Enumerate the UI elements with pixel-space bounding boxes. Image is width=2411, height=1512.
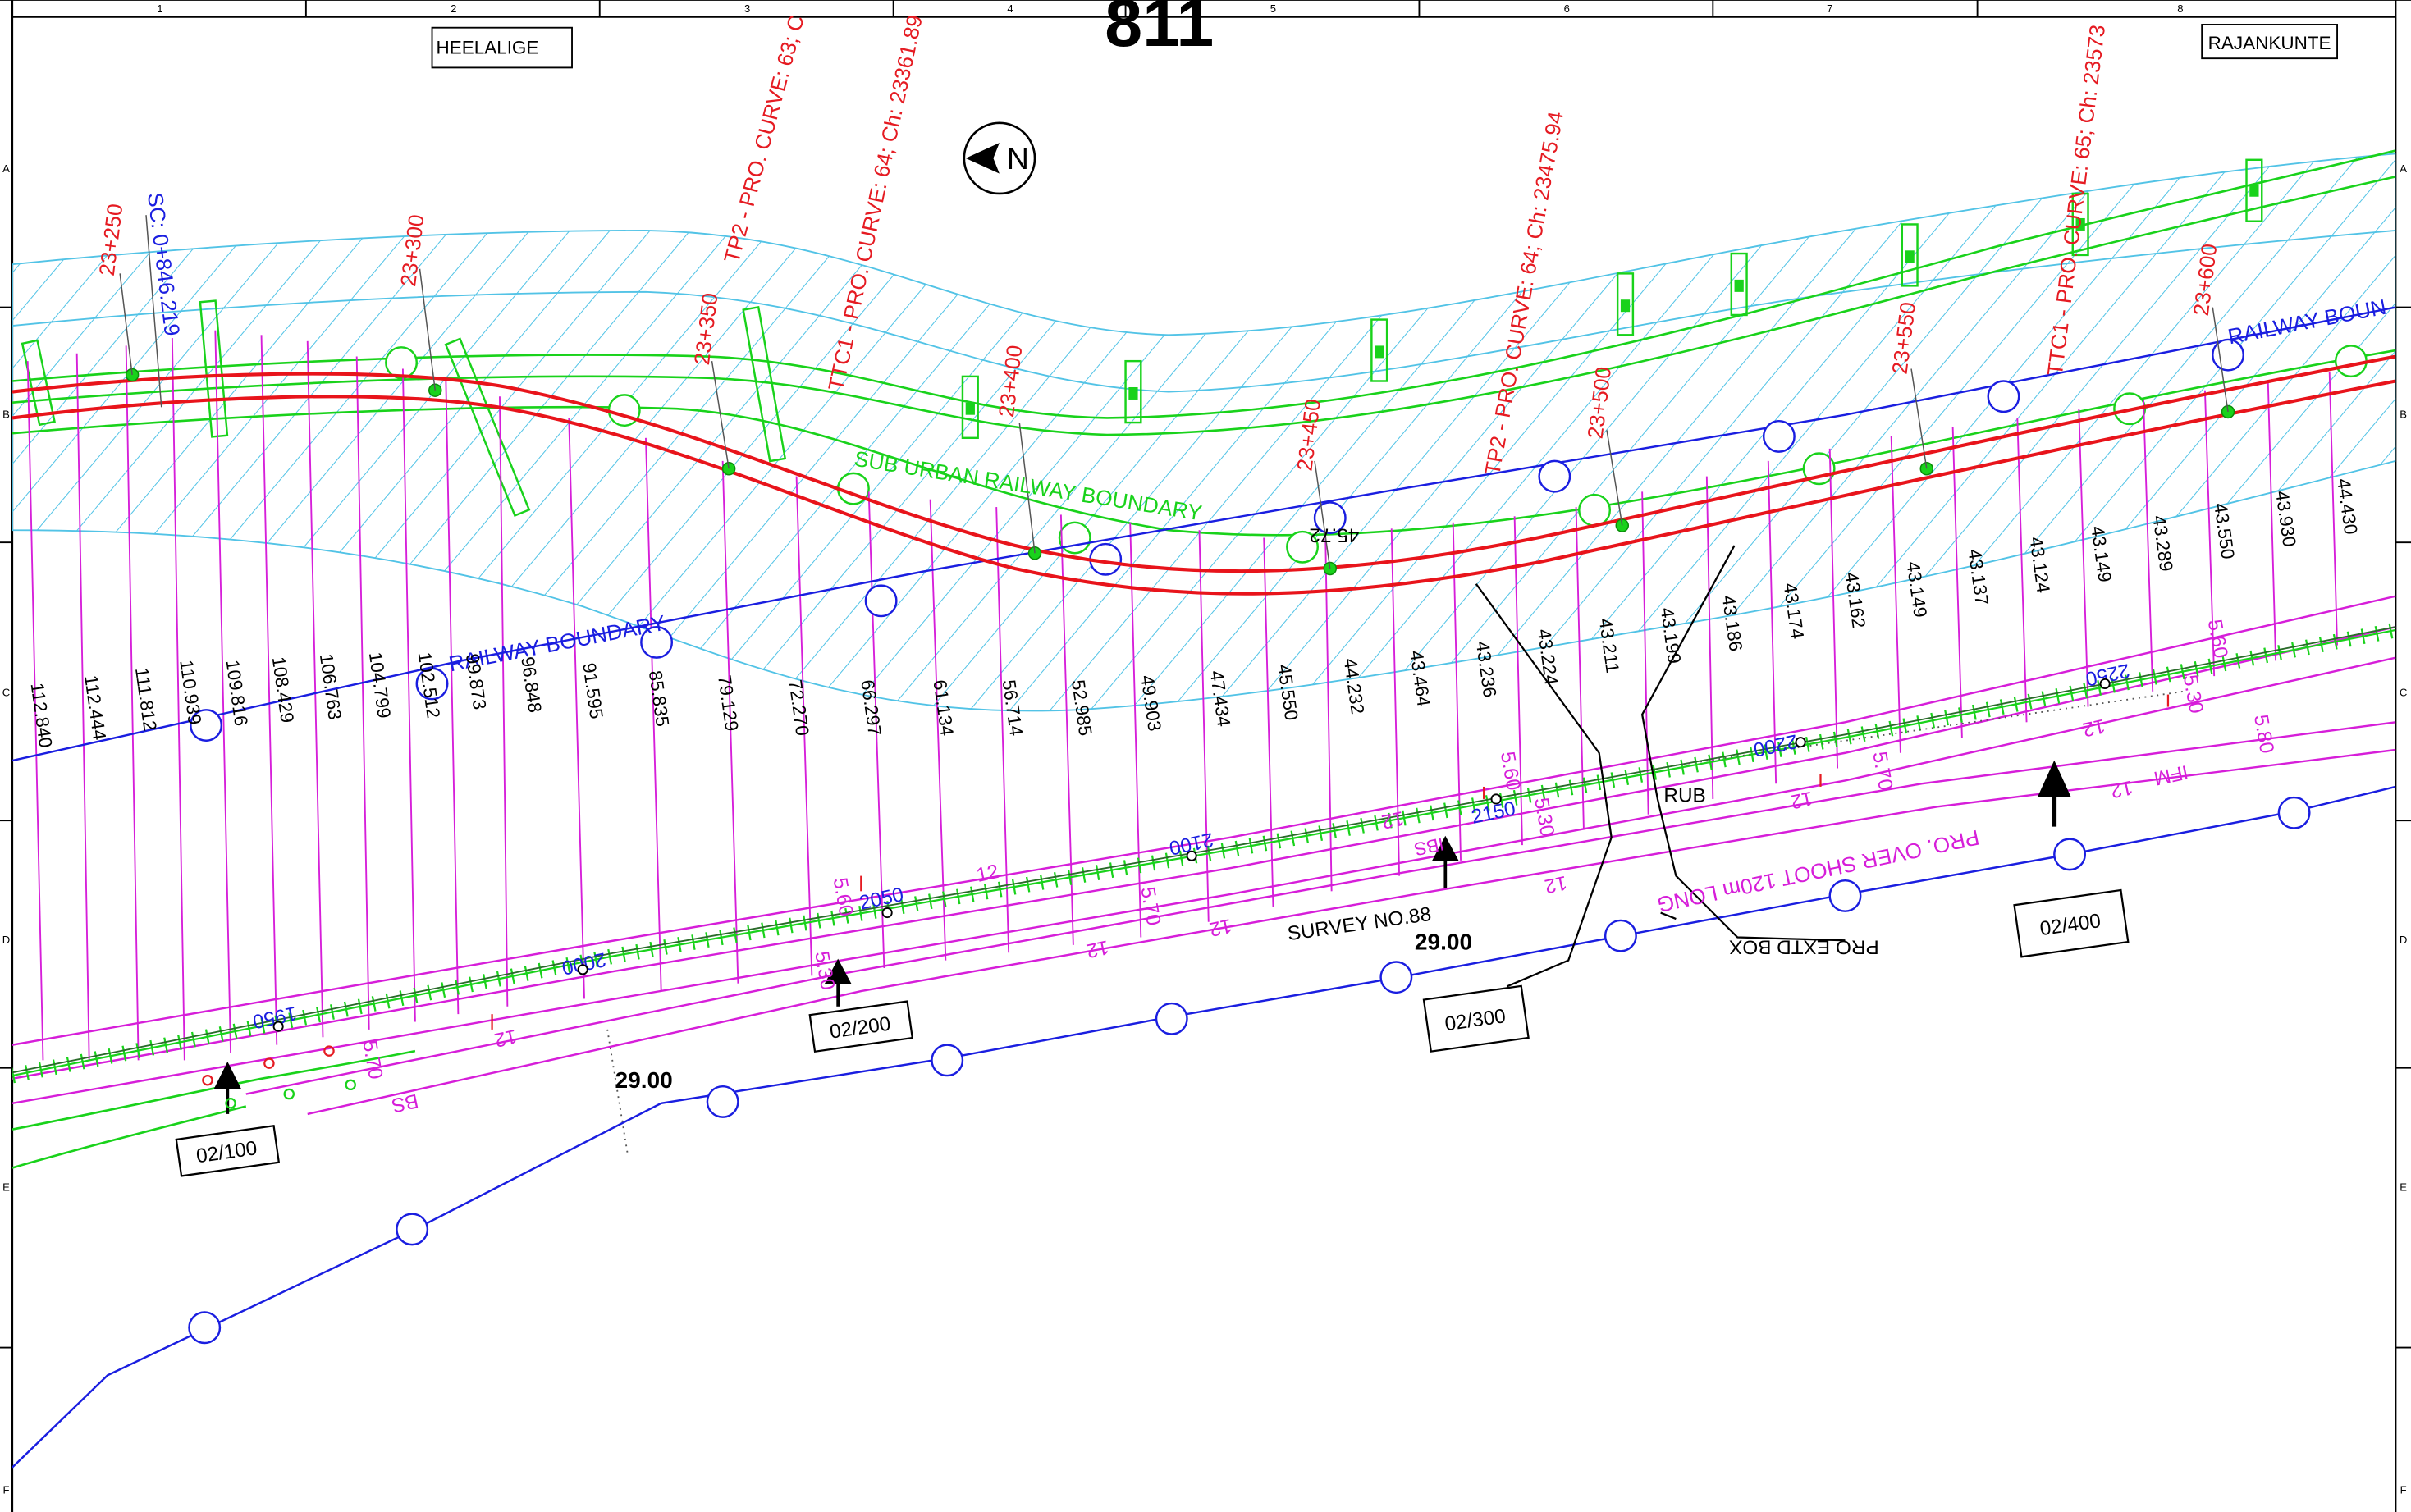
pro-extd-box-label: PRO EXTD BOX: [1729, 935, 1879, 957]
green-equipment-rects: [21, 158, 2263, 517]
rub-label: RUB: [1663, 785, 1705, 807]
grid-col-6: 6: [1564, 2, 1570, 15]
green-signal-marks: [225, 1079, 356, 1109]
value-12: 12: [1543, 871, 1569, 898]
boundary-pillars: [188, 338, 2311, 1345]
mast-tag-02-400: 02/400: [2013, 888, 2130, 958]
grid-row-labels: A A B B C C D D E E F F: [2, 162, 2408, 1496]
grid-row-f: F: [2, 1484, 9, 1496]
green-equipment-dots: [965, 184, 2259, 415]
value-12: 12: [974, 861, 1000, 887]
grid-row-c-right: C: [2400, 686, 2407, 698]
offset-values: 112.840 112.444 111.812 110.939 109.816 …: [27, 477, 2362, 749]
value-12: 12: [1084, 935, 1110, 962]
level-dotted-line: [606, 690, 2184, 1153]
grid-col-1: 1: [157, 2, 162, 15]
grid-row-b: B: [2, 408, 10, 420]
value-12: 12: [1379, 806, 1406, 833]
red-signal-marks: [202, 694, 2170, 1086]
grid-row-a-right: A: [2400, 162, 2407, 175]
railway-land-inner-edge: [11, 230, 2396, 393]
grid-row-c: C: [2, 686, 10, 698]
green-sleeper-track: [11, 628, 2396, 1077]
chainage-leaders: [119, 215, 2229, 569]
station-right-label: RAJANKUNTE: [2208, 33, 2331, 53]
north-arrow-icon: N: [963, 121, 1036, 195]
bs-label: BS: [390, 1089, 420, 1117]
level-value-right: 29.00: [1415, 929, 1472, 954]
mast-tag-02-300: 02/300: [1422, 984, 1530, 1053]
grid-column-labels: 1 2 3 4 5 6 7 8: [157, 2, 2183, 15]
grid-col-8: 8: [2177, 2, 2183, 15]
grid-col-2: 2: [451, 2, 456, 15]
magenta-track-lines: [11, 595, 2396, 1116]
track-chainage-points: [272, 678, 2111, 1032]
grid-col-5: 5: [1270, 2, 1276, 15]
value-12: 12: [492, 1025, 519, 1051]
grid-row-d-right: D: [2400, 934, 2407, 946]
grid-col-3: 3: [744, 2, 750, 15]
small-track-values: 12 12 12 12 12 12 12 12 12 5.70 5.70 5.7…: [358, 523, 2278, 1080]
station-box-left: HEELALIGE: [431, 26, 573, 69]
north-label: N: [1007, 141, 1029, 176]
value-12: 12: [2081, 715, 2107, 741]
mast-tag-02-100: 02/100: [175, 1124, 281, 1177]
grid-row-d: D: [2, 934, 10, 946]
level-value-left: 29.00: [615, 1067, 672, 1093]
station-left-label: HEELALIGE: [437, 38, 539, 58]
rub-box-lines: [1475, 545, 1846, 988]
proposed-alignment: [11, 354, 2396, 596]
mast-tag-02-200: 02/200: [808, 1000, 914, 1053]
railway-boundary-line: [11, 306, 2396, 1469]
sheet-number: 811: [1105, 0, 1214, 61]
value-12: 12: [1207, 914, 1233, 940]
grid-col-4: 4: [1007, 2, 1013, 15]
mast-arrow-icons: [213, 760, 2071, 1114]
grid-row-e: E: [2, 1181, 10, 1194]
station-box-right: RAJANKUNTE: [2201, 24, 2338, 60]
grid-column-ticks: [304, 0, 1979, 17]
value-45-72: 45.72: [1309, 523, 1359, 546]
grid-row-f-right: F: [2400, 1484, 2407, 1496]
grid-row-a: A: [2, 162, 10, 175]
grid-col-7: 7: [1827, 2, 1832, 15]
dark-track-centerline: [11, 626, 2396, 1074]
value-12: 12: [2108, 776, 2134, 802]
grid-row-ticks: [0, 306, 2411, 1349]
value-12: 12: [1789, 787, 1815, 813]
grid-row-e-right: E: [2400, 1181, 2407, 1194]
grid-row-b-right: B: [2400, 408, 2407, 420]
